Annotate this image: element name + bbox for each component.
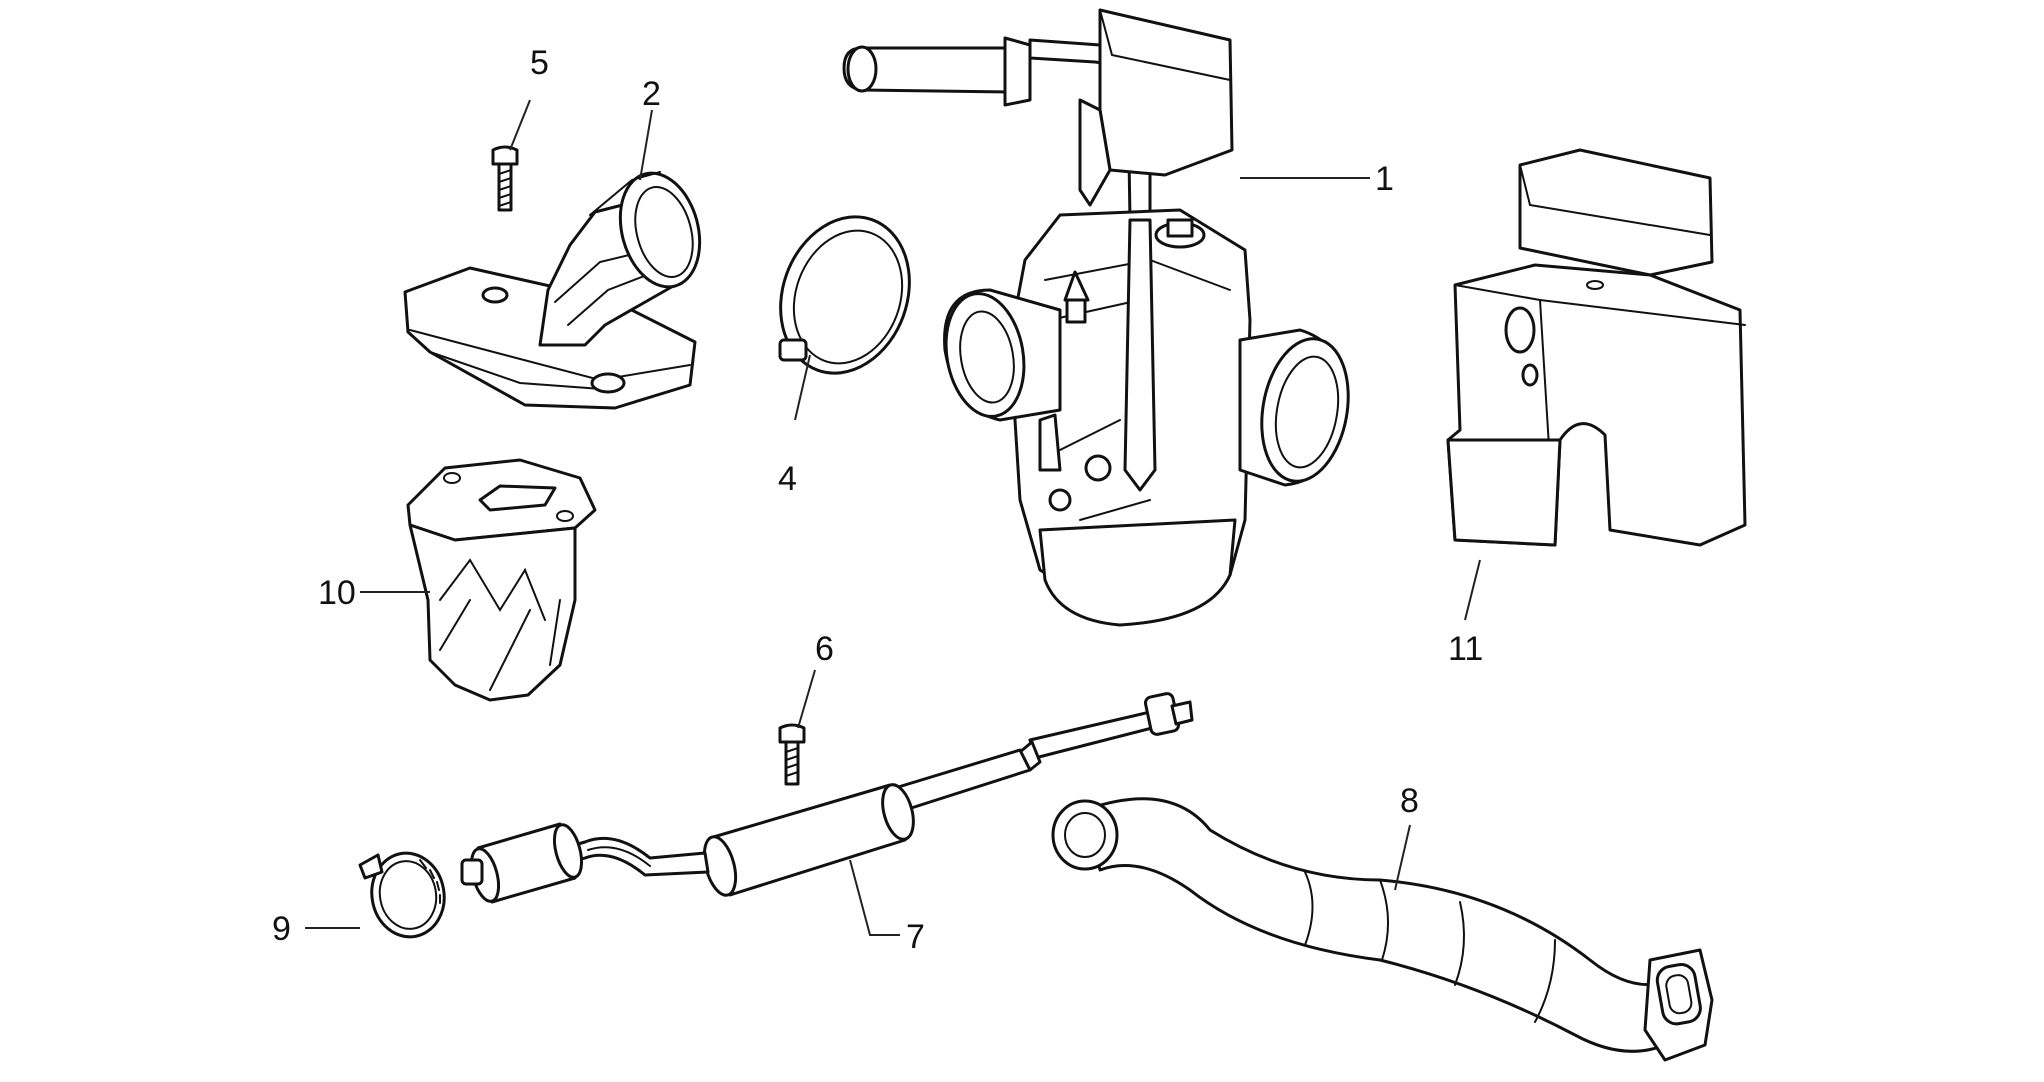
callout-9: 9 xyxy=(272,910,291,948)
callout-4: 4 xyxy=(778,460,797,498)
callout-1: 1 xyxy=(1375,160,1394,198)
callout-5: 5 xyxy=(530,44,549,82)
pipe-assembly xyxy=(460,692,1194,904)
callout-8: 8 xyxy=(1400,782,1419,820)
carburetor-cover xyxy=(1446,148,1747,547)
intake-hose xyxy=(1051,797,1714,1062)
small-clamp xyxy=(358,851,446,939)
manifold-screw xyxy=(491,145,519,212)
intake-manifold xyxy=(403,171,702,410)
tube-screw xyxy=(778,723,806,786)
callout-10: 10 xyxy=(318,574,356,612)
leader-lines xyxy=(305,99,1481,936)
callout-6: 6 xyxy=(815,630,834,668)
reed-valve xyxy=(406,458,597,702)
hose-clamp xyxy=(778,215,911,375)
callout-7: 7 xyxy=(906,918,925,956)
carburetor xyxy=(842,8,1350,627)
callout-2: 2 xyxy=(642,75,661,113)
callout-11: 11 xyxy=(1448,630,1483,668)
